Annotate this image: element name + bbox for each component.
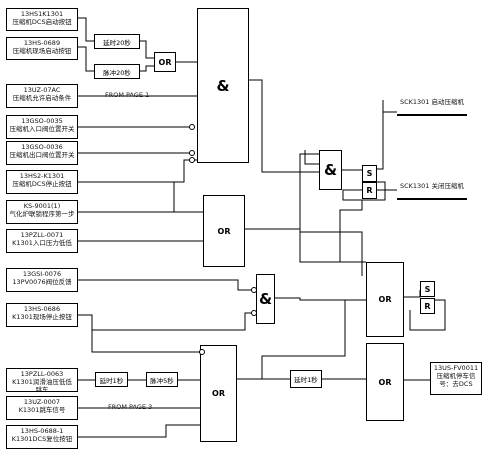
inverter-bubble-and3-top — [251, 287, 257, 293]
and-gate-feedback: & — [256, 274, 275, 324]
timer-pulse-5s: 脉冲5秒 — [146, 372, 178, 387]
input-outlet-valve-switch: 13GSO-0036 压缩机出口阀位置开关 — [6, 141, 78, 165]
or-gate-start: OR — [154, 52, 176, 72]
wire-in13 — [78, 424, 200, 438]
wire-s-out — [377, 111, 397, 170]
and-gate-secondary: & — [319, 150, 342, 190]
page-ref-3: FROM PAGE 3 — [108, 403, 153, 411]
input-dcs-start-button: 13HS1K1301 压缩机DCS启动按钮 — [6, 8, 78, 31]
wire-or2-down — [299, 229, 363, 276]
input-start-permit: 13UZ-07AC 压缩机允许启动条件 — [6, 84, 78, 108]
input-valve-feedback: 13GSI-0076 13PV0076阀位反馈 — [6, 268, 78, 292]
input-dcs-stop-button: 13HS2-K1301 压缩机DCS停止按钮 — [6, 170, 78, 194]
wire-or4-s2 — [404, 290, 421, 298]
timer-pulse-20s: 脉冲20秒 — [94, 64, 140, 79]
wire-sr2-loop — [409, 299, 446, 331]
output-start-compressor: SCK1301 启动压缩机 — [399, 98, 465, 106]
sr-latch2-reset: R — [420, 298, 435, 314]
sr-latch2-set: S — [420, 281, 435, 297]
page-ref-1: FROM PAGE 1 — [105, 91, 150, 99]
timer-delay-20s: 延时20秒 — [94, 34, 140, 49]
input-inlet-pressure-low: 13PZLL-0071 K1301入口压力低低 — [6, 229, 78, 253]
wire-in6 — [78, 181, 203, 213]
wire-in2 — [78, 46, 94, 72]
wire-or2-to-or4 — [299, 232, 366, 263]
wire-bigand-out — [249, 79, 319, 173]
wire-in10-b — [92, 312, 256, 331]
input-field-stop-button: 13HS-0686 K1301现场停止按钮 — [6, 303, 78, 327]
sr-latch-reset: R — [362, 182, 377, 199]
input-dcs-reset-button: 13HS-0688-1 K1301DCS复位按钮 — [6, 425, 78, 449]
or-gate-right-lower: OR — [366, 343, 404, 421]
output-trip-signal-dcs: 13US-FV0011 压缩机停车信号：去DCS — [430, 362, 482, 395]
inverter-bubble-and3-bottom — [251, 310, 257, 316]
wire-in10 — [78, 314, 200, 353]
wire-t2 — [140, 65, 154, 72]
sr-latch-set: S — [362, 165, 377, 182]
wire-in9 — [78, 279, 256, 291]
wire-t1 — [140, 40, 154, 59]
output-stop-underline — [397, 198, 467, 200]
wire-feedback — [342, 181, 386, 201]
or-gate-stop: OR — [203, 195, 245, 267]
inverter-bubble-stop — [189, 157, 195, 163]
output-start-underline — [397, 114, 467, 116]
timer-delay-1s-b: 延时1秒 — [290, 370, 322, 388]
or-gate-right-upper: OR — [366, 262, 404, 337]
or-gate-trip: OR — [200, 345, 237, 442]
output-stop-compressor: SCK1301 关闭压缩机 — [399, 182, 465, 190]
input-gasifier-step1: KS-9001(1) 气化炉联锁程序第一步 — [6, 200, 78, 224]
wire-sr-down — [339, 200, 363, 262]
wire-and2-up — [304, 150, 319, 165]
inverter-bubble-or3 — [199, 349, 205, 355]
and-gate-main: & — [197, 8, 249, 163]
inverter-bubble-outlet-valve — [189, 150, 195, 156]
wire-in6-branch — [174, 159, 197, 183]
wire-or3-up — [261, 300, 346, 379]
input-inlet-valve-switch: 13GSO-0035 压缩机入口阀位置开关 — [6, 115, 78, 139]
input-trip-signal: 13UZ-0007 K1301跳车信号 — [6, 396, 78, 420]
input-lube-oil-pressure: 13PZLL-0063 K1301润滑油压低低跳车 — [6, 368, 78, 392]
wire-or2-out — [245, 153, 319, 230]
input-field-start-button: 13HS-0689 压缩机现场启动按钮 — [6, 37, 78, 60]
timer-delay-1s-a: 延时1秒 — [95, 372, 128, 387]
inverter-bubble-inlet-valve — [189, 124, 195, 130]
wire-and3-out — [275, 297, 366, 301]
wire-in1 — [78, 17, 94, 42]
